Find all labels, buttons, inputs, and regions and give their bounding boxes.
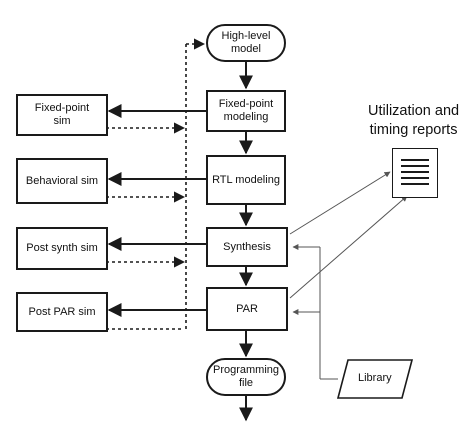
synthesis-label: Synthesis	[223, 240, 271, 253]
document-lines-icon	[392, 148, 438, 198]
rtl-modeling-label: RTL modeling	[212, 173, 280, 186]
high-level-model-label: High-level model	[221, 30, 271, 55]
programming-file-node: Programming file	[206, 358, 286, 396]
post-synth-sim-node: Post synth sim	[16, 227, 108, 270]
fixed-point-modeling-label: Fixed-point modeling	[218, 98, 274, 123]
library-label: Library	[358, 372, 392, 384]
library-shape	[336, 359, 414, 399]
synthesis-node: Synthesis	[206, 227, 288, 267]
reports-title-line2: timing reports	[369, 122, 458, 138]
reports-title-line1: Utilization and	[368, 103, 460, 119]
rtl-modeling-node: RTL modeling	[206, 155, 286, 205]
behavioral-sim-label: Behavioral sim	[25, 174, 99, 187]
par-label: PAR	[236, 302, 258, 315]
high-level-model-node: High-level model	[206, 24, 286, 62]
post-par-sim-label: Post PAR sim	[28, 305, 96, 318]
behavioral-sim-node: Behavioral sim	[16, 158, 108, 204]
library-arrows	[292, 244, 338, 380]
report-arrows	[289, 171, 408, 299]
par-node: PAR	[206, 287, 288, 331]
fixed-point-modeling-node: Fixed-point modeling	[206, 90, 286, 132]
programming-file-label: Programming file	[212, 364, 280, 389]
post-par-sim-node: Post PAR sim	[16, 292, 108, 332]
sim-feed-arrows	[107, 104, 206, 317]
reports-title: Utilization and timing reports	[368, 102, 459, 140]
fixed-point-sim-label: Fixed-point sim	[34, 102, 90, 127]
fixed-point-sim-node: Fixed-point sim	[16, 94, 108, 136]
post-synth-sim-label: Post synth sim	[26, 242, 98, 254]
